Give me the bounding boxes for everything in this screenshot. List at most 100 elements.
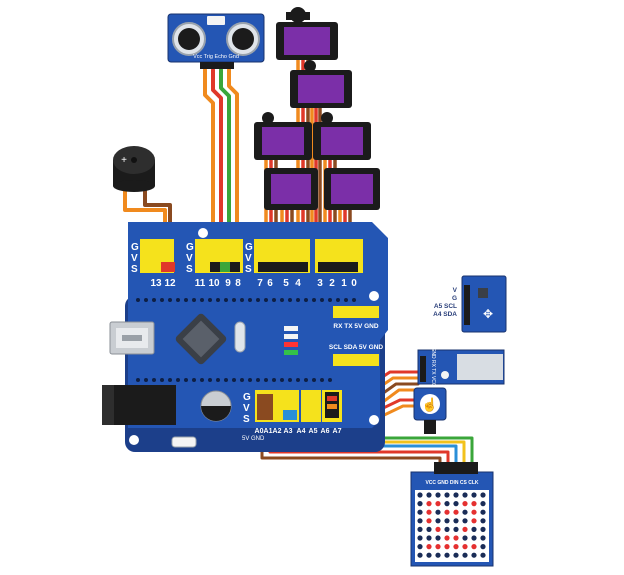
touch-hand-icon: ☝: [422, 396, 438, 413]
matrix-led: [435, 552, 441, 558]
pin-label-5: 5: [283, 278, 289, 289]
i2c-header: [333, 354, 379, 366]
matrix-led: [462, 509, 468, 515]
bluetooth-pin-labels: GND RX TX VCC: [430, 347, 436, 386]
matrix-led: [453, 501, 459, 507]
pin-label-1: 1: [341, 278, 347, 289]
pin-label-13: 13: [150, 278, 162, 289]
matrix-led-grid: [417, 492, 486, 558]
matrix-led: [453, 509, 459, 515]
rail-v: V: [131, 253, 138, 264]
usb-port: [109, 321, 155, 355]
buzzer-plus-sign: +: [121, 155, 127, 166]
servo-3: [254, 112, 312, 160]
gyro-module: ✥ V G A5 SCL A4 SDA: [433, 275, 507, 333]
matrix-led: [462, 544, 468, 550]
pin-hole-row-top: [136, 298, 356, 302]
matrix-led: [435, 544, 441, 550]
touch-sensor: ☝: [413, 387, 447, 434]
wire-ultra-gnd: [227, 68, 239, 264]
gyro-axis-icon: ✥: [483, 307, 493, 321]
matrix-led: [462, 552, 468, 558]
matrix-led: [462, 492, 468, 498]
rail-v: V: [186, 253, 193, 264]
rail-g: G: [131, 242, 139, 253]
matrix-led: [426, 552, 432, 558]
matrix-led: [426, 535, 432, 541]
matrix-led: [480, 492, 486, 498]
analog-header: [301, 390, 321, 422]
matrix-led: [480, 535, 486, 541]
matrix-led: [417, 518, 423, 524]
matrix-led: [471, 552, 477, 558]
matrix-led: [462, 535, 468, 541]
rail-g: G: [245, 242, 253, 253]
mounting-hole: [369, 415, 379, 425]
bluetooth-module: GND RX TX VCC: [417, 347, 505, 387]
mounting-hole: [129, 435, 139, 445]
rail-s: S: [245, 264, 252, 275]
matrix-led: [480, 518, 486, 524]
reset-button: [171, 436, 197, 448]
matrix-led: [480, 544, 486, 550]
matrix-led: [453, 518, 459, 524]
pin-label-9: 9: [225, 278, 231, 289]
gyro-row-v: V: [453, 287, 458, 294]
analog-rail-g: G: [243, 392, 251, 403]
matrix-led: [435, 501, 441, 507]
matrix-led: [426, 492, 432, 498]
matrix-led: [426, 509, 432, 515]
i2c-labels: SCL SDA 5V GND: [329, 344, 383, 351]
led-matrix: VCC GND DIN CS CLK: [410, 462, 494, 567]
matrix-led: [480, 509, 486, 515]
matrix-led: [453, 535, 459, 541]
power-labels: 5V GND: [242, 436, 265, 442]
matrix-led: [444, 509, 450, 515]
matrix-led: [480, 552, 486, 558]
matrix-led: [471, 544, 477, 550]
matrix-led: [444, 544, 450, 550]
analog-label-a1: A1: [264, 428, 273, 435]
matrix-led: [444, 535, 450, 541]
servo-2: [290, 60, 352, 108]
uart-labels: RX TX 5V GND: [333, 323, 378, 330]
matrix-led: [417, 509, 423, 515]
analog-label-a7: A7: [333, 428, 342, 435]
matrix-led: [444, 492, 450, 498]
matrix-led: [471, 535, 477, 541]
matrix-led: [444, 526, 450, 533]
gyro-row-g: G: [452, 295, 457, 302]
servo-4: [313, 112, 371, 160]
pin-label-12: 12: [164, 278, 176, 289]
matrix-led: [435, 509, 441, 515]
analog-label-a3: A3: [284, 428, 293, 435]
wire-ultra-vcc: [203, 68, 215, 264]
matrix-led: [480, 501, 486, 507]
matrix-pin-labels: VCC GND DIN CS CLK: [425, 480, 478, 486]
matrix-led: [417, 492, 423, 498]
pin-hole-row-bottom: [136, 378, 332, 382]
analog-rail-v: V: [243, 403, 250, 414]
matrix-led: [417, 535, 423, 541]
servo-5: [264, 168, 318, 210]
uart-header: [333, 306, 379, 318]
matrix-led: [453, 552, 459, 558]
pin-label-3: 3: [317, 278, 323, 289]
matrix-led: [453, 526, 459, 533]
mounting-hole: [369, 291, 379, 301]
rail-s: S: [186, 264, 193, 275]
microcontroller-chip: [175, 313, 227, 365]
ultrasonic-sensor: Vcc Trig Echo Gnd: [167, 13, 265, 69]
matrix-led: [444, 518, 450, 524]
matrix-led: [462, 526, 468, 533]
matrix-led: [444, 501, 450, 507]
analog-label-a5: A5: [309, 428, 318, 435]
matrix-led: [480, 526, 486, 533]
analog-label-a0: A0: [255, 428, 264, 435]
matrix-led: [471, 509, 477, 515]
matrix-led: [471, 518, 477, 524]
servos: [254, 7, 380, 210]
pin-label-2: 2: [329, 278, 335, 289]
matrix-led: [471, 492, 477, 498]
